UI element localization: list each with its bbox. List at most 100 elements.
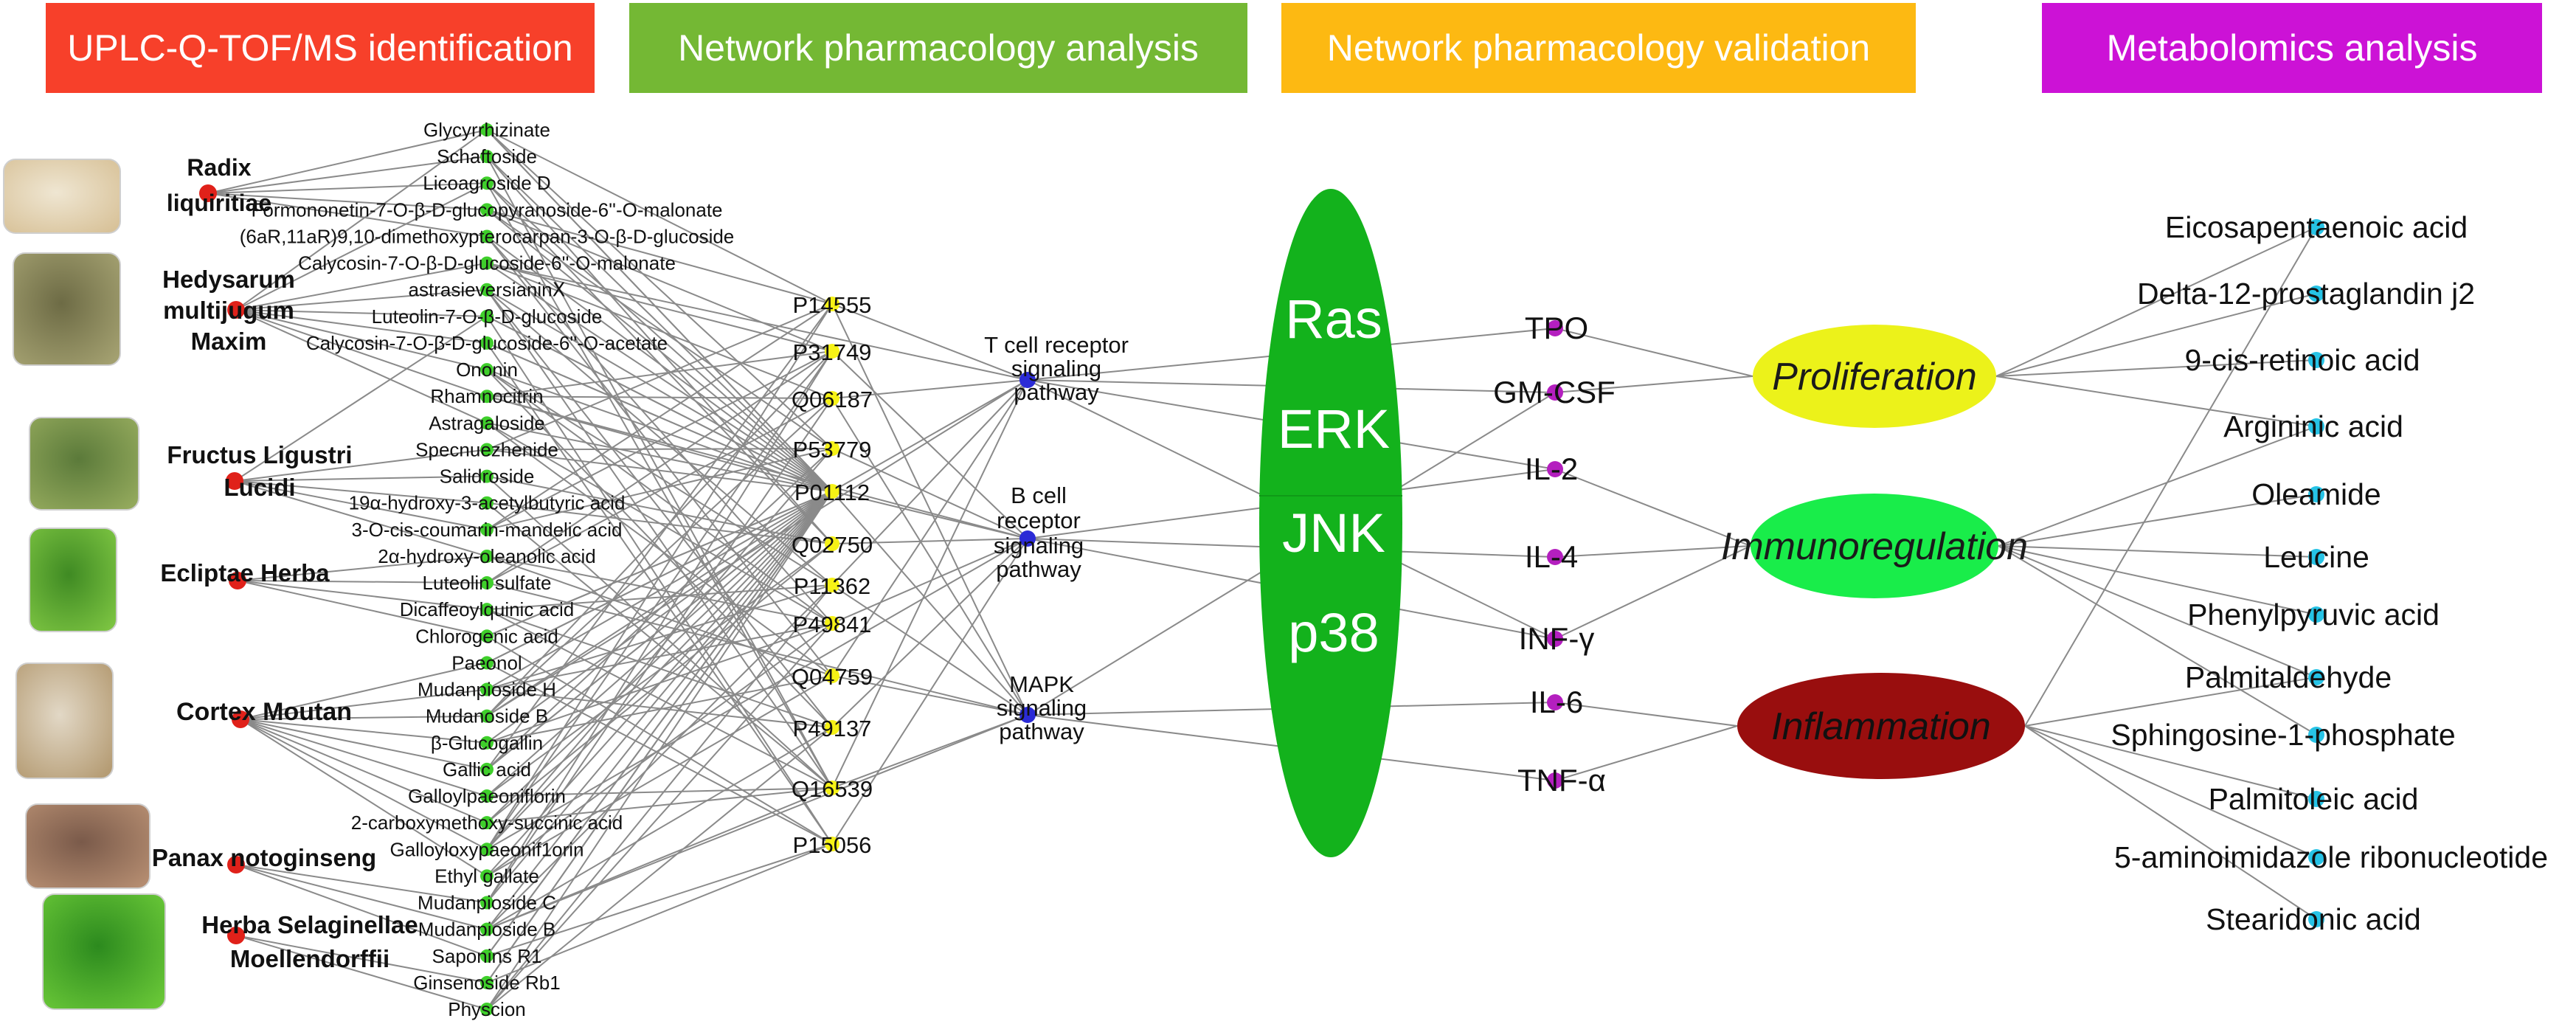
edge-line	[486, 584, 833, 930]
edge-line	[486, 303, 833, 770]
edge-line	[237, 555, 488, 581]
edge-line	[486, 288, 833, 492]
compound-label: Luteolin-7-O-β-D-glucoside	[372, 305, 603, 328]
metabolite-label: Palmitaldehyde	[2185, 660, 2392, 694]
compound-label: Mudanpioside B	[418, 919, 555, 941]
edge-line	[486, 398, 833, 904]
compound-label: Calycosin-7-O-β-D-glucoside-6''-O-malona…	[298, 252, 676, 274]
edge-line	[486, 395, 833, 399]
edge-line	[486, 350, 833, 584]
compound-label: Calycosin-7-O-β-D-glucoside-6''-O-acetat…	[306, 332, 668, 354]
metabolite-label: Palmitoleic acid	[2209, 782, 2419, 816]
herb-image-ecliptae	[29, 527, 117, 632]
edge-line	[486, 182, 833, 492]
compound-node	[480, 922, 494, 936]
edge-line	[486, 209, 833, 449]
edge-line	[486, 727, 833, 930]
edge-line	[486, 475, 833, 789]
edge-line	[486, 491, 833, 957]
compound-node	[480, 522, 494, 536]
compound-node	[480, 363, 494, 377]
herb-image-panax	[25, 803, 150, 889]
compound-node	[480, 869, 494, 883]
compound-node	[480, 576, 494, 590]
edge-line	[486, 156, 833, 789]
compound-node	[480, 709, 494, 723]
edge-line	[486, 369, 833, 586]
edge-line	[486, 262, 833, 352]
edge-line	[831, 448, 1028, 539]
edge-line	[486, 584, 833, 1010]
edge-line	[240, 662, 488, 720]
edge-line	[486, 584, 833, 611]
compound-label: Schaftoside	[437, 145, 537, 167]
compound-label: (6aR,11aR)9,10-dimethoxypterocarpan-3-O-…	[240, 225, 735, 247]
target-node	[825, 391, 839, 406]
metabolite-node	[2308, 219, 2324, 235]
target-label-p11362: P11362	[794, 573, 871, 599]
edge-line	[486, 675, 833, 877]
herb-node-hedy	[227, 301, 245, 319]
effect-label-immuno: Immunoregulation	[1721, 525, 2028, 568]
metabolite-node	[2308, 486, 2324, 502]
edge-line	[486, 491, 833, 691]
edge-line	[486, 843, 833, 957]
compound-label: Galloylpaeoniflorin	[408, 785, 566, 807]
metabolite-node	[2308, 352, 2324, 368]
edge-line	[831, 675, 1028, 716]
compound-node	[480, 150, 494, 164]
cytokine-label: IL-2	[1525, 452, 1578, 486]
compound-node	[480, 843, 494, 857]
compound-label: 2-carboxymethoxy-succinic acid	[351, 812, 623, 834]
compound-label: Rhamnocitrin	[430, 385, 543, 407]
compound-node	[480, 949, 494, 963]
edge-line	[486, 635, 833, 845]
edge-line	[240, 719, 488, 851]
cytokine-label: IL-4	[1525, 539, 1578, 574]
edge-line	[234, 480, 488, 557]
compound-label: Mudanpioside H	[418, 679, 556, 701]
metabolite-label: Argininic acid	[2223, 409, 2403, 443]
edge-line	[240, 719, 488, 877]
compound-node	[480, 682, 494, 696]
edge-line	[234, 480, 488, 530]
edge-line	[831, 538, 1028, 728]
edge-line	[235, 309, 488, 344]
metabolite-node	[2308, 849, 2324, 865]
compound-label: Luteolin sulfate	[423, 572, 552, 594]
target-node	[825, 484, 839, 499]
edge-line	[1998, 545, 2317, 678]
edge-line	[486, 156, 833, 492]
edge-line	[1995, 376, 2317, 427]
metabolite-node	[2308, 911, 2324, 927]
compound-node	[480, 762, 494, 776]
edge-line	[235, 935, 488, 1010]
target-label-p53779: P53779	[793, 437, 872, 463]
edge-line	[235, 864, 488, 930]
edge-line	[486, 398, 833, 584]
compound-label: Saponins R1	[432, 945, 542, 967]
herb-label-panax: Panax notoginseng	[152, 844, 376, 871]
edge-line	[1554, 545, 1751, 558]
edge-line	[1998, 494, 2317, 547]
target-node	[825, 837, 839, 851]
edge-line	[1995, 226, 2317, 377]
edge-line	[235, 262, 488, 311]
edge-line	[235, 288, 488, 311]
compound-label: Glycyrrhizinate	[423, 119, 550, 141]
compound-node	[480, 203, 494, 217]
edge-line	[2024, 725, 2317, 920]
compound-node	[480, 1003, 494, 1016]
metabolite-node	[2308, 606, 2324, 623]
edge-line	[831, 379, 1028, 677]
metabolite-node	[2308, 791, 2324, 807]
header-npv: Network pharmacology validation	[1281, 3, 1916, 93]
herb-image-herba	[42, 893, 166, 1010]
effect-ellipse-prolif	[1753, 325, 1996, 428]
